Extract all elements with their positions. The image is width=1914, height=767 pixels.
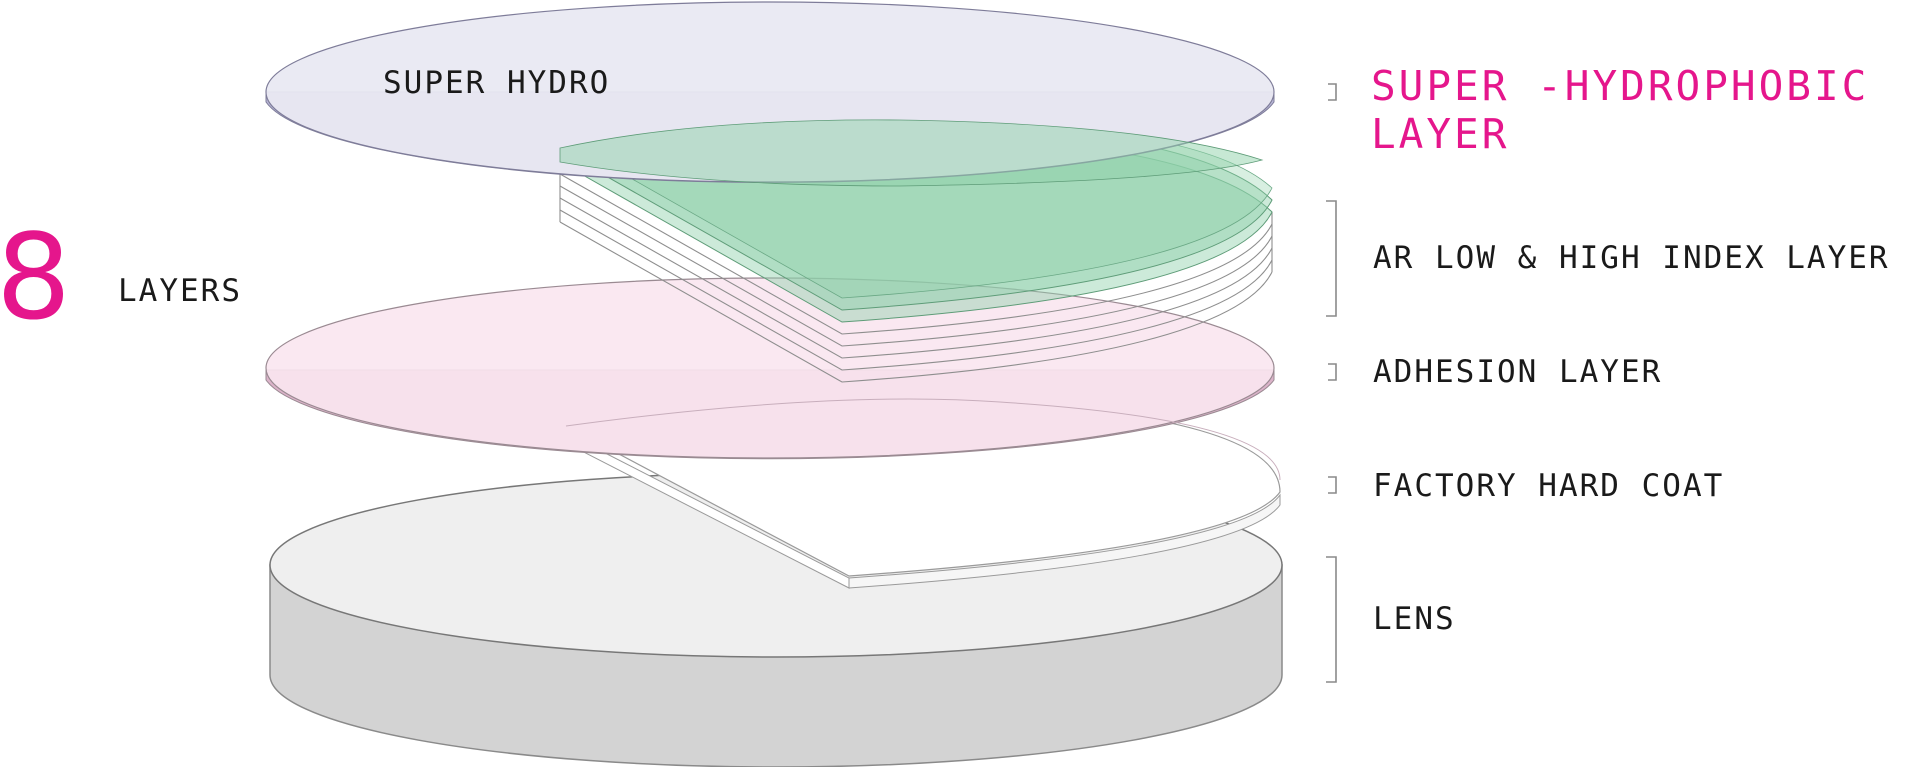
label-super-hydrophobic-line-2: LAYER (1371, 110, 1509, 158)
bracket-lens (1326, 556, 1337, 683)
bracket-ar-layer (1326, 200, 1337, 317)
disc-label: SUPER HYDRO (383, 65, 610, 101)
layer-count-number: 8 (0, 208, 71, 346)
label-hard-coat: FACTORY HARD COAT (1373, 468, 1724, 504)
layer-count: 8 LAYERS (0, 208, 242, 346)
label-ar-layer: AR LOW & HIGH INDEX LAYER (1373, 240, 1890, 276)
adhesion-disc (265, 277, 1281, 481)
bracket-super-hydrophobic (1328, 83, 1337, 101)
ar-clear-sheets (559, 162, 1273, 383)
super-hydrophobic-disc: SUPER HYDRO (265, 1, 1275, 187)
bracket-hard-coat (1328, 476, 1337, 494)
brackets (1326, 83, 1337, 683)
label-super-hydrophobic-line-1: SUPER -HYDROPHOBIC (1371, 62, 1869, 110)
ar-overlap-tint (559, 119, 1264, 187)
hard-coat-ghost (565, 398, 1281, 481)
hard-coat-edge-curve (848, 493, 1281, 589)
adhesion-top (265, 277, 1275, 459)
label-lens: LENS (1373, 601, 1456, 637)
label-super-hydrophobic: SUPER -HYDROPHOBIC LAYER (1371, 62, 1897, 158)
label-adhesion: ADHESION LAYER (1373, 354, 1662, 390)
bracket-adhesion (1328, 363, 1337, 381)
layer-count-label: LAYERS (118, 273, 242, 309)
layer-labels: SUPER -HYDROPHOBIC LAYER AR LOW & HIGH I… (1371, 62, 1897, 637)
